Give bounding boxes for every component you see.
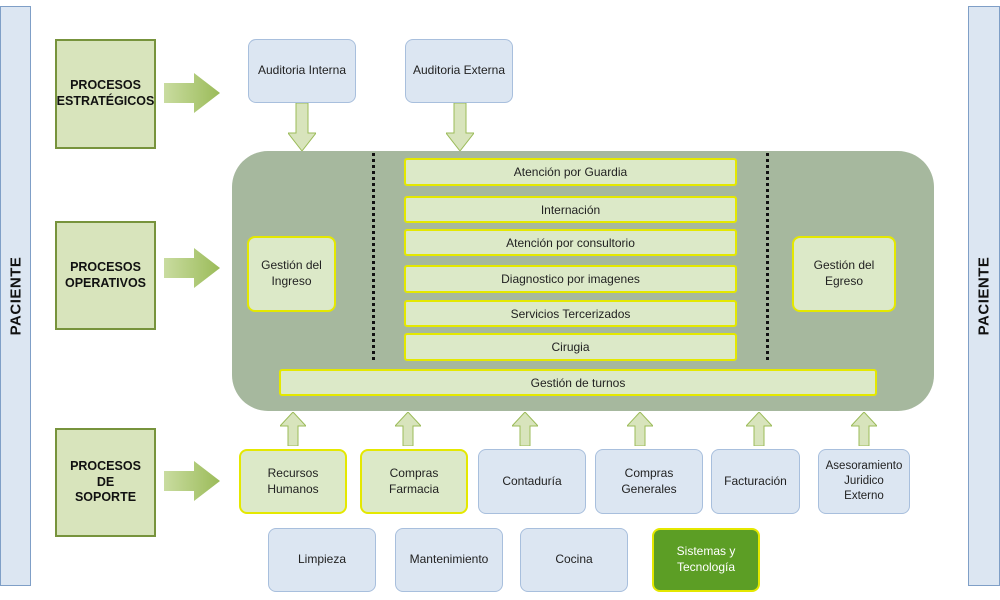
auditoria-interna-label: Auditoria Interna bbox=[257, 63, 347, 78]
servicio-bar: Diagnostico por imagenes bbox=[404, 265, 737, 293]
servicio-label: Internación bbox=[540, 202, 601, 217]
procesos-estrategicos-box: PROCESOS ESTRATÉGICOS bbox=[55, 39, 156, 149]
servicio-label: Diagnostico por imagenes bbox=[501, 272, 640, 286]
paciente-left-label: PACIENTE bbox=[7, 256, 24, 336]
soporte-label: Compras Farmacia bbox=[388, 465, 439, 496]
auditoria-externa-label: Auditoria Externa bbox=[412, 63, 506, 78]
auditoria-interna-down-arrow-icon bbox=[288, 103, 316, 151]
soporte-box: Mantenimiento bbox=[395, 528, 503, 592]
gestion-turnos-label: Gestión de turnos bbox=[530, 375, 626, 390]
servicio-bar: Atención por Guardia bbox=[404, 158, 737, 186]
gestion-ingreso-box: Gestión del Ingreso bbox=[247, 236, 336, 312]
servicio-label: Atención por consultorio bbox=[506, 235, 635, 250]
support-up-arrow-icon bbox=[851, 412, 877, 446]
gestion-egreso-label: Gestión del Egreso bbox=[813, 258, 875, 288]
soporte-box: Compras Farmacia bbox=[360, 449, 468, 514]
servicio-label: Cirugia bbox=[551, 340, 590, 354]
soporte-label: Cocina bbox=[555, 552, 593, 567]
gestion-ingreso-label: Gestión del Ingreso bbox=[261, 258, 322, 288]
separator-right bbox=[766, 153, 769, 360]
servicio-bar: Internación bbox=[404, 196, 737, 223]
gestion-turnos-bar: Gestión de turnos bbox=[279, 369, 877, 396]
soporte-label: Asesoramiento Juridico Externo bbox=[825, 460, 903, 502]
support-up-arrow-icon bbox=[280, 412, 306, 446]
paciente-right-panel: PACIENTE bbox=[968, 6, 1000, 586]
soporte-box: Recursos Humanos bbox=[239, 449, 347, 514]
support-up-arrow-icon bbox=[627, 412, 653, 446]
procesos-soporte-label: PROCESOS DE SOPORTE bbox=[70, 459, 141, 505]
procesos-operativos-box: PROCESOS OPERATIVOS bbox=[55, 221, 156, 330]
soporte-box: Sistemas y Tecnología bbox=[652, 528, 760, 592]
soporte-label: Recursos Humanos bbox=[267, 465, 319, 496]
support-up-arrow-icon bbox=[395, 412, 421, 446]
procesos-soporte-box: PROCESOS DE SOPORTE bbox=[55, 428, 156, 537]
soporte-label: Sistemas y Tecnología bbox=[676, 544, 736, 574]
paciente-left-panel: PACIENTE bbox=[0, 6, 31, 586]
gestion-egreso-box: Gestión del Egreso bbox=[792, 236, 896, 312]
auditoria-interna-box: Auditoria Interna bbox=[248, 39, 356, 103]
servicio-label: Servicios Tercerizados bbox=[510, 306, 631, 321]
soporte-label: Compras Generales bbox=[621, 465, 677, 496]
servicio-label: Atención por Guardia bbox=[513, 165, 628, 179]
separator-left bbox=[372, 153, 375, 360]
soporte-box: Facturación bbox=[711, 449, 800, 514]
paciente-right-label: PACIENTE bbox=[975, 256, 993, 336]
servicio-bar: Cirugia bbox=[404, 333, 737, 361]
procesos-operativos-label: PROCESOS OPERATIVOS bbox=[64, 259, 147, 290]
soporte-label: Facturación bbox=[724, 473, 787, 488]
soporte-box: Cocina bbox=[520, 528, 628, 592]
servicio-bar: Atención por consultorio bbox=[404, 229, 737, 256]
servicio-bar: Servicios Tercerizados bbox=[404, 300, 737, 327]
soporte-box: Contaduría bbox=[478, 449, 586, 514]
soporte-arrow-icon bbox=[164, 461, 220, 501]
soporte-label: Contaduría bbox=[502, 473, 562, 488]
soporte-box: Compras Generales bbox=[595, 449, 703, 514]
auditoria-externa-down-arrow-icon bbox=[446, 103, 474, 151]
support-up-arrow-icon bbox=[746, 412, 772, 446]
auditoria-externa-box: Auditoria Externa bbox=[405, 39, 513, 103]
soporte-label: Limpieza bbox=[297, 552, 347, 567]
estrategicos-arrow-icon bbox=[164, 73, 220, 113]
support-up-arrow-icon bbox=[512, 412, 538, 446]
soporte-label: Mantenimiento bbox=[409, 552, 489, 567]
soporte-box: Limpieza bbox=[268, 528, 376, 592]
procesos-estrategicos-label: PROCESOS ESTRATÉGICOS bbox=[56, 78, 155, 108]
soporte-box: Asesoramiento Juridico Externo bbox=[818, 449, 910, 514]
operativos-arrow-icon bbox=[164, 248, 220, 288]
